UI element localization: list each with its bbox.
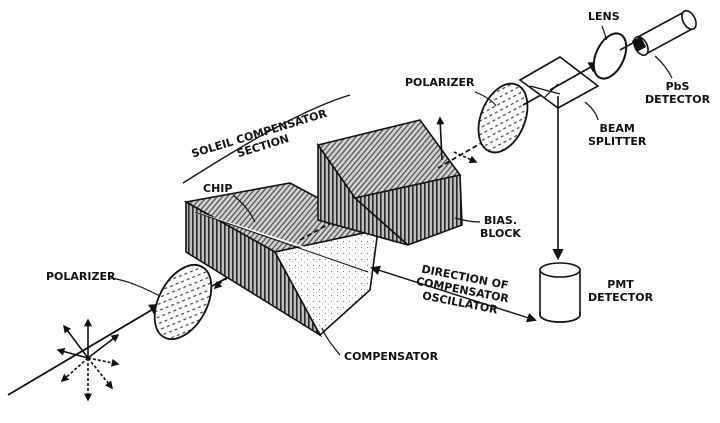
- chip-wedge-line: [194, 211, 369, 269]
- chip-leader: [232, 194, 256, 223]
- compensator-label: COMPENSATOR: [344, 350, 439, 363]
- pbs-leader: [654, 55, 673, 79]
- soleil-section-arc: [182, 94, 351, 184]
- beam-splitter-to-lens: [549, 61, 600, 91]
- pmt-detector-icon: [539, 262, 581, 323]
- lens-label: LENS: [588, 10, 620, 23]
- polarizer-left-label: POLARIZER: [46, 270, 116, 283]
- compensator-leader: [321, 327, 341, 356]
- bias-block-leader: [454, 217, 481, 223]
- polarization-arrows-output: [436, 116, 478, 163]
- bias-block-label: BIAS. BLOCK: [480, 214, 521, 240]
- unpolarized-light-icon: [56, 318, 120, 402]
- oscillation-direction-arrow: [370, 265, 537, 323]
- right-polarizer-icon: [477, 82, 529, 154]
- beam-splitter-leader: [584, 101, 599, 121]
- compensator-block: [183, 182, 381, 338]
- beam-splitter-label: BEAM SPLITTER: [588, 122, 647, 148]
- pbs-detector-label: PbS DETECTOR: [645, 80, 711, 106]
- polarizer-right-label: POLARIZER: [405, 76, 475, 89]
- left-polarizer-icon: [153, 264, 213, 340]
- chip-label: CHIP: [203, 182, 233, 195]
- pmt-detector-label: PMT DETECTOR: [588, 278, 654, 304]
- beam-splitter-guide: [543, 83, 559, 99]
- beam-splitter-icon: [518, 56, 600, 109]
- input-beam: [7, 303, 163, 396]
- beam-splitter-tick: [529, 85, 561, 95]
- pbs-detector-icon: [631, 9, 697, 57]
- polarizer-left-leader: [109, 277, 161, 297]
- polarizer-right-leader: [474, 91, 497, 107]
- lens-leader: [601, 25, 607, 41]
- lens-icon: [592, 32, 628, 80]
- bias-block: [316, 119, 463, 246]
